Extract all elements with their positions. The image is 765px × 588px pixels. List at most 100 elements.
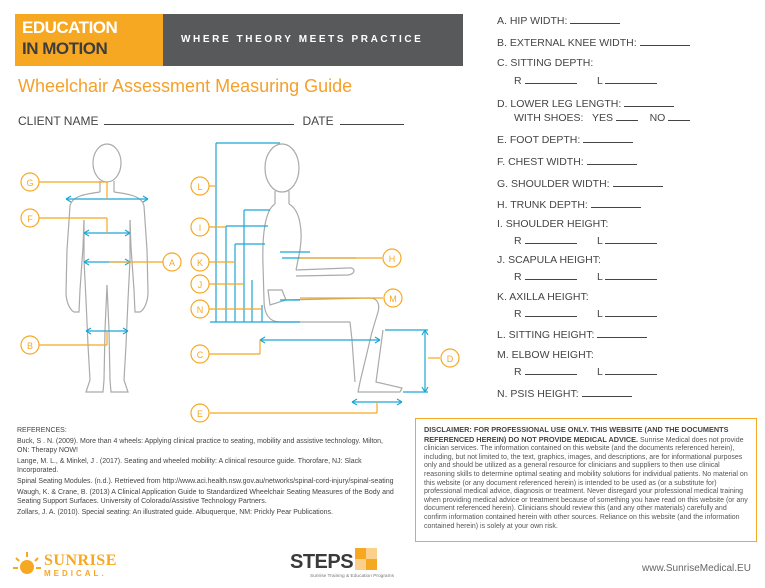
elbow-height-r-blank[interactable] — [524, 364, 577, 375]
r-label: R — [514, 235, 522, 247]
field-label: N. PSIS HEIGHT: — [497, 388, 579, 400]
axilla-height-l-blank[interactable] — [605, 306, 658, 317]
svg-text:A: A — [169, 258, 175, 268]
svg-text:C: C — [197, 350, 204, 360]
hip-width-blank[interactable] — [570, 13, 621, 24]
callout-a: A — [162, 252, 182, 272]
reference-item: Buck, S . N. (2009). More than 4 wheels:… — [17, 438, 383, 454]
field-label: C. SITTING DEPTH: — [497, 57, 594, 69]
r-label: R — [514, 308, 522, 320]
label-leaders — [38, 181, 440, 414]
client-name-label: CLIENT NAME — [18, 114, 99, 128]
tagline-bar: WHERE THEORY MEETS PRACTICE — [163, 14, 463, 66]
field-trunk-depth: H. TRUNK DEPTH: — [497, 197, 641, 211]
field-label: K. AXILLA HEIGHT: — [497, 291, 589, 303]
l-label: L — [596, 271, 603, 283]
sitting-depth-rl: R L — [514, 73, 658, 87]
field-label: J. SCAPULA HEIGHT: — [497, 254, 601, 266]
disclaimer-heading: DISCLAIMER: FOR PROFESSIONAL USE ONLY. T… — [424, 425, 729, 444]
field-sitting-depth: C. SITTING DEPTH: — [497, 57, 593, 69]
lower-leg-blank[interactable] — [624, 96, 675, 107]
callout-n: N — [190, 299, 210, 319]
yes-label: YES — [591, 112, 613, 124]
logo-line2: IN MOTION — [22, 39, 108, 58]
svg-text:E: E — [197, 409, 203, 419]
disclaimer-body: Sunrise Medical does not provide clinici… — [424, 436, 748, 530]
client-name-field[interactable] — [104, 113, 295, 125]
steps-logo-text: STEPS — [290, 551, 354, 573]
sunrise-logo-text: SUNRISE — [44, 552, 117, 569]
psis-height-blank[interactable] — [581, 386, 632, 397]
field-label: H. TRUNK DEPTH: — [497, 199, 588, 211]
shoulder-height-rl: R L — [514, 233, 658, 247]
field-label: F. CHEST WIDTH: — [497, 156, 584, 168]
sitting-depth-l-blank[interactable] — [605, 73, 658, 84]
callout-d: D — [440, 348, 460, 368]
reference-item: Lange, M. L., & Minkel, J . (2017). Seat… — [17, 458, 362, 474]
field-label: E. FOOT DEPTH: — [497, 134, 581, 146]
field-psis-height: N. PSIS HEIGHT: — [497, 386, 632, 400]
callout-i: I — [190, 217, 210, 237]
field-elbow-height: M. ELBOW HEIGHT: — [497, 349, 594, 361]
svg-text:B: B — [27, 341, 33, 351]
callout-j: J — [190, 274, 210, 294]
scapula-height-r-blank[interactable] — [524, 269, 577, 280]
field-scapula-height: J. SCAPULA HEIGHT: — [497, 254, 601, 266]
l-label: L — [596, 366, 603, 378]
callout-h: H — [382, 248, 402, 268]
field-shoulder-width: G. SHOULDER WIDTH: — [497, 176, 663, 190]
measurement-lines — [65, 142, 429, 406]
field-label: L. SITTING HEIGHT: — [497, 329, 595, 341]
svg-text:D: D — [447, 354, 454, 364]
yes-blank[interactable] — [615, 110, 638, 121]
sunrise-sun-icon — [13, 552, 41, 574]
shoulder-width-blank[interactable] — [612, 176, 663, 187]
l-label: L — [596, 75, 603, 87]
shoulder-height-r-blank[interactable] — [524, 233, 577, 244]
field-shoulder-height: I. SHOULDER HEIGHT: — [497, 218, 608, 230]
field-lower-leg-length: D. LOWER LEG LENGTH: — [497, 96, 675, 110]
r-label: R — [514, 366, 522, 378]
svg-text:L: L — [197, 182, 202, 192]
logo-line1: EDUCATION — [22, 18, 118, 37]
field-label: M. ELBOW HEIGHT: — [497, 349, 594, 361]
callout-c: C — [190, 344, 210, 364]
no-label: NO — [649, 112, 666, 124]
svg-text:I: I — [199, 223, 202, 233]
elbow-height-rl: R L — [514, 364, 658, 378]
svg-text:K: K — [197, 258, 203, 268]
axilla-height-r-blank[interactable] — [524, 306, 577, 317]
field-label: B. EXTERNAL KNEE WIDTH: — [497, 37, 637, 49]
svg-text:G: G — [26, 178, 33, 188]
callout-k: K — [190, 252, 210, 272]
callout-e: E — [190, 403, 210, 423]
references: REFERENCES: Buck, S . N. (2009). More th… — [17, 426, 397, 519]
svg-text:H: H — [389, 254, 396, 264]
disclaimer-box: DISCLAIMER: FOR PROFESSIONAL USE ONLY. T… — [415, 418, 757, 542]
reference-item: Spinal Seating Modules. (n.d.). Retrieve… — [17, 478, 394, 485]
knee-width-blank[interactable] — [639, 35, 690, 46]
callout-f: F — [20, 208, 40, 228]
field-label: D. LOWER LEG LENGTH: — [497, 98, 622, 110]
reference-item: Waugh, K. & Crane, B. (2013) A Clinical … — [17, 489, 394, 505]
foot-depth-blank[interactable] — [583, 132, 634, 143]
field-sitting-height: L. SITTING HEIGHT: — [497, 327, 648, 341]
elbow-height-l-blank[interactable] — [605, 364, 658, 375]
sitting-height-blank[interactable] — [597, 327, 648, 338]
steps-logo-sub: Sunrise Training & Education Programs — [310, 574, 394, 579]
field-label: G. SHOULDER WIDTH: — [497, 178, 610, 190]
svg-text:M: M — [389, 294, 397, 304]
sitting-depth-r-blank[interactable] — [524, 73, 577, 84]
svg-text:N: N — [197, 305, 204, 315]
trunk-depth-blank[interactable] — [590, 197, 641, 208]
field-external-knee-width: B. EXTERNAL KNEE WIDTH: — [497, 35, 690, 49]
steps-logo-icon — [355, 548, 377, 570]
field-foot-depth: E. FOOT DEPTH: — [497, 132, 634, 146]
date-field[interactable] — [339, 113, 404, 125]
scapula-height-l-blank[interactable] — [605, 269, 658, 280]
chest-width-blank[interactable] — [586, 154, 637, 165]
shoulder-height-l-blank[interactable] — [605, 233, 658, 244]
website-url[interactable]: www.SunriseMedical.EU — [642, 563, 751, 574]
no-blank[interactable] — [668, 110, 691, 121]
